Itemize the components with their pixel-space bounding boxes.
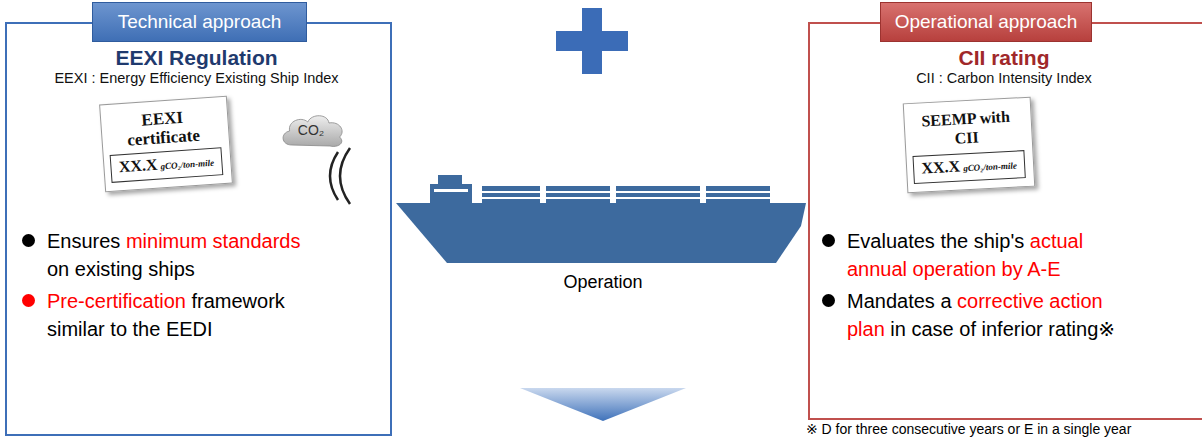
bullet-dot <box>22 294 35 307</box>
index-definition: EEXI : Energy Efficiency Existing Ship I… <box>7 70 386 86</box>
bullet-text: Ensures minimum standards on existing sh… <box>47 227 312 283</box>
technical-panel: EEXI RegulationEEXI : Energy Efficiency … <box>5 22 392 436</box>
value-number: XX.X <box>118 155 158 178</box>
emission-waves <box>330 148 350 204</box>
operation-label: Operation <box>553 271 653 293</box>
document-title: SEEMP with CII <box>904 106 1028 150</box>
value-unit: gCO₂/ton-mile <box>963 160 1017 175</box>
bullet-text: Evaluates the ship's actual annual opera… <box>847 227 1132 283</box>
header-tab-text: Operational approach <box>881 3 1091 41</box>
bullet-text: Mandates a corrective action plan in cas… <box>847 287 1132 343</box>
bullet-dot <box>22 234 35 247</box>
footnote: ※ D for three consecutive years or E in … <box>806 421 1131 437</box>
cloud-text: CO₂ <box>279 122 343 139</box>
header-tab: Technical approach <box>92 2 307 42</box>
down-arrow <box>520 388 686 421</box>
value-unit: gCO₂/ton-mile <box>160 157 214 173</box>
bullet-text: Pre-certification framework similar to t… <box>47 287 312 343</box>
rating-title: CII rating <box>810 46 1198 70</box>
header-tab-text: Technical approach <box>93 3 306 41</box>
regulation-title: EEXI Regulation <box>7 46 386 70</box>
index-definition: CII : Carbon Intensity Index <box>810 70 1198 86</box>
operational-panel: CII ratingCII : Carbon Intensity IndexEv… <box>808 22 1202 420</box>
seemp-document: SEEMP with CIIXX.XgCO₂/ton-mile <box>903 97 1036 194</box>
bullet-dot <box>822 234 835 247</box>
value-box: XX.XgCO₂/ton-mile <box>912 150 1025 184</box>
header-tab: Operational approach <box>880 2 1092 42</box>
value-number: XX.X <box>921 157 961 179</box>
plus-symbol <box>556 8 628 74</box>
ship-illustration <box>396 175 806 263</box>
bullet-dot <box>822 294 835 307</box>
certificate-document: EEXI certificateXX.XgCO₂/ton-mile <box>99 96 233 193</box>
document-title: EEXI certificate <box>101 105 225 151</box>
co2-cloud: CO₂ <box>279 112 347 148</box>
value-box: XX.XgCO₂/ton-mile <box>110 147 224 183</box>
